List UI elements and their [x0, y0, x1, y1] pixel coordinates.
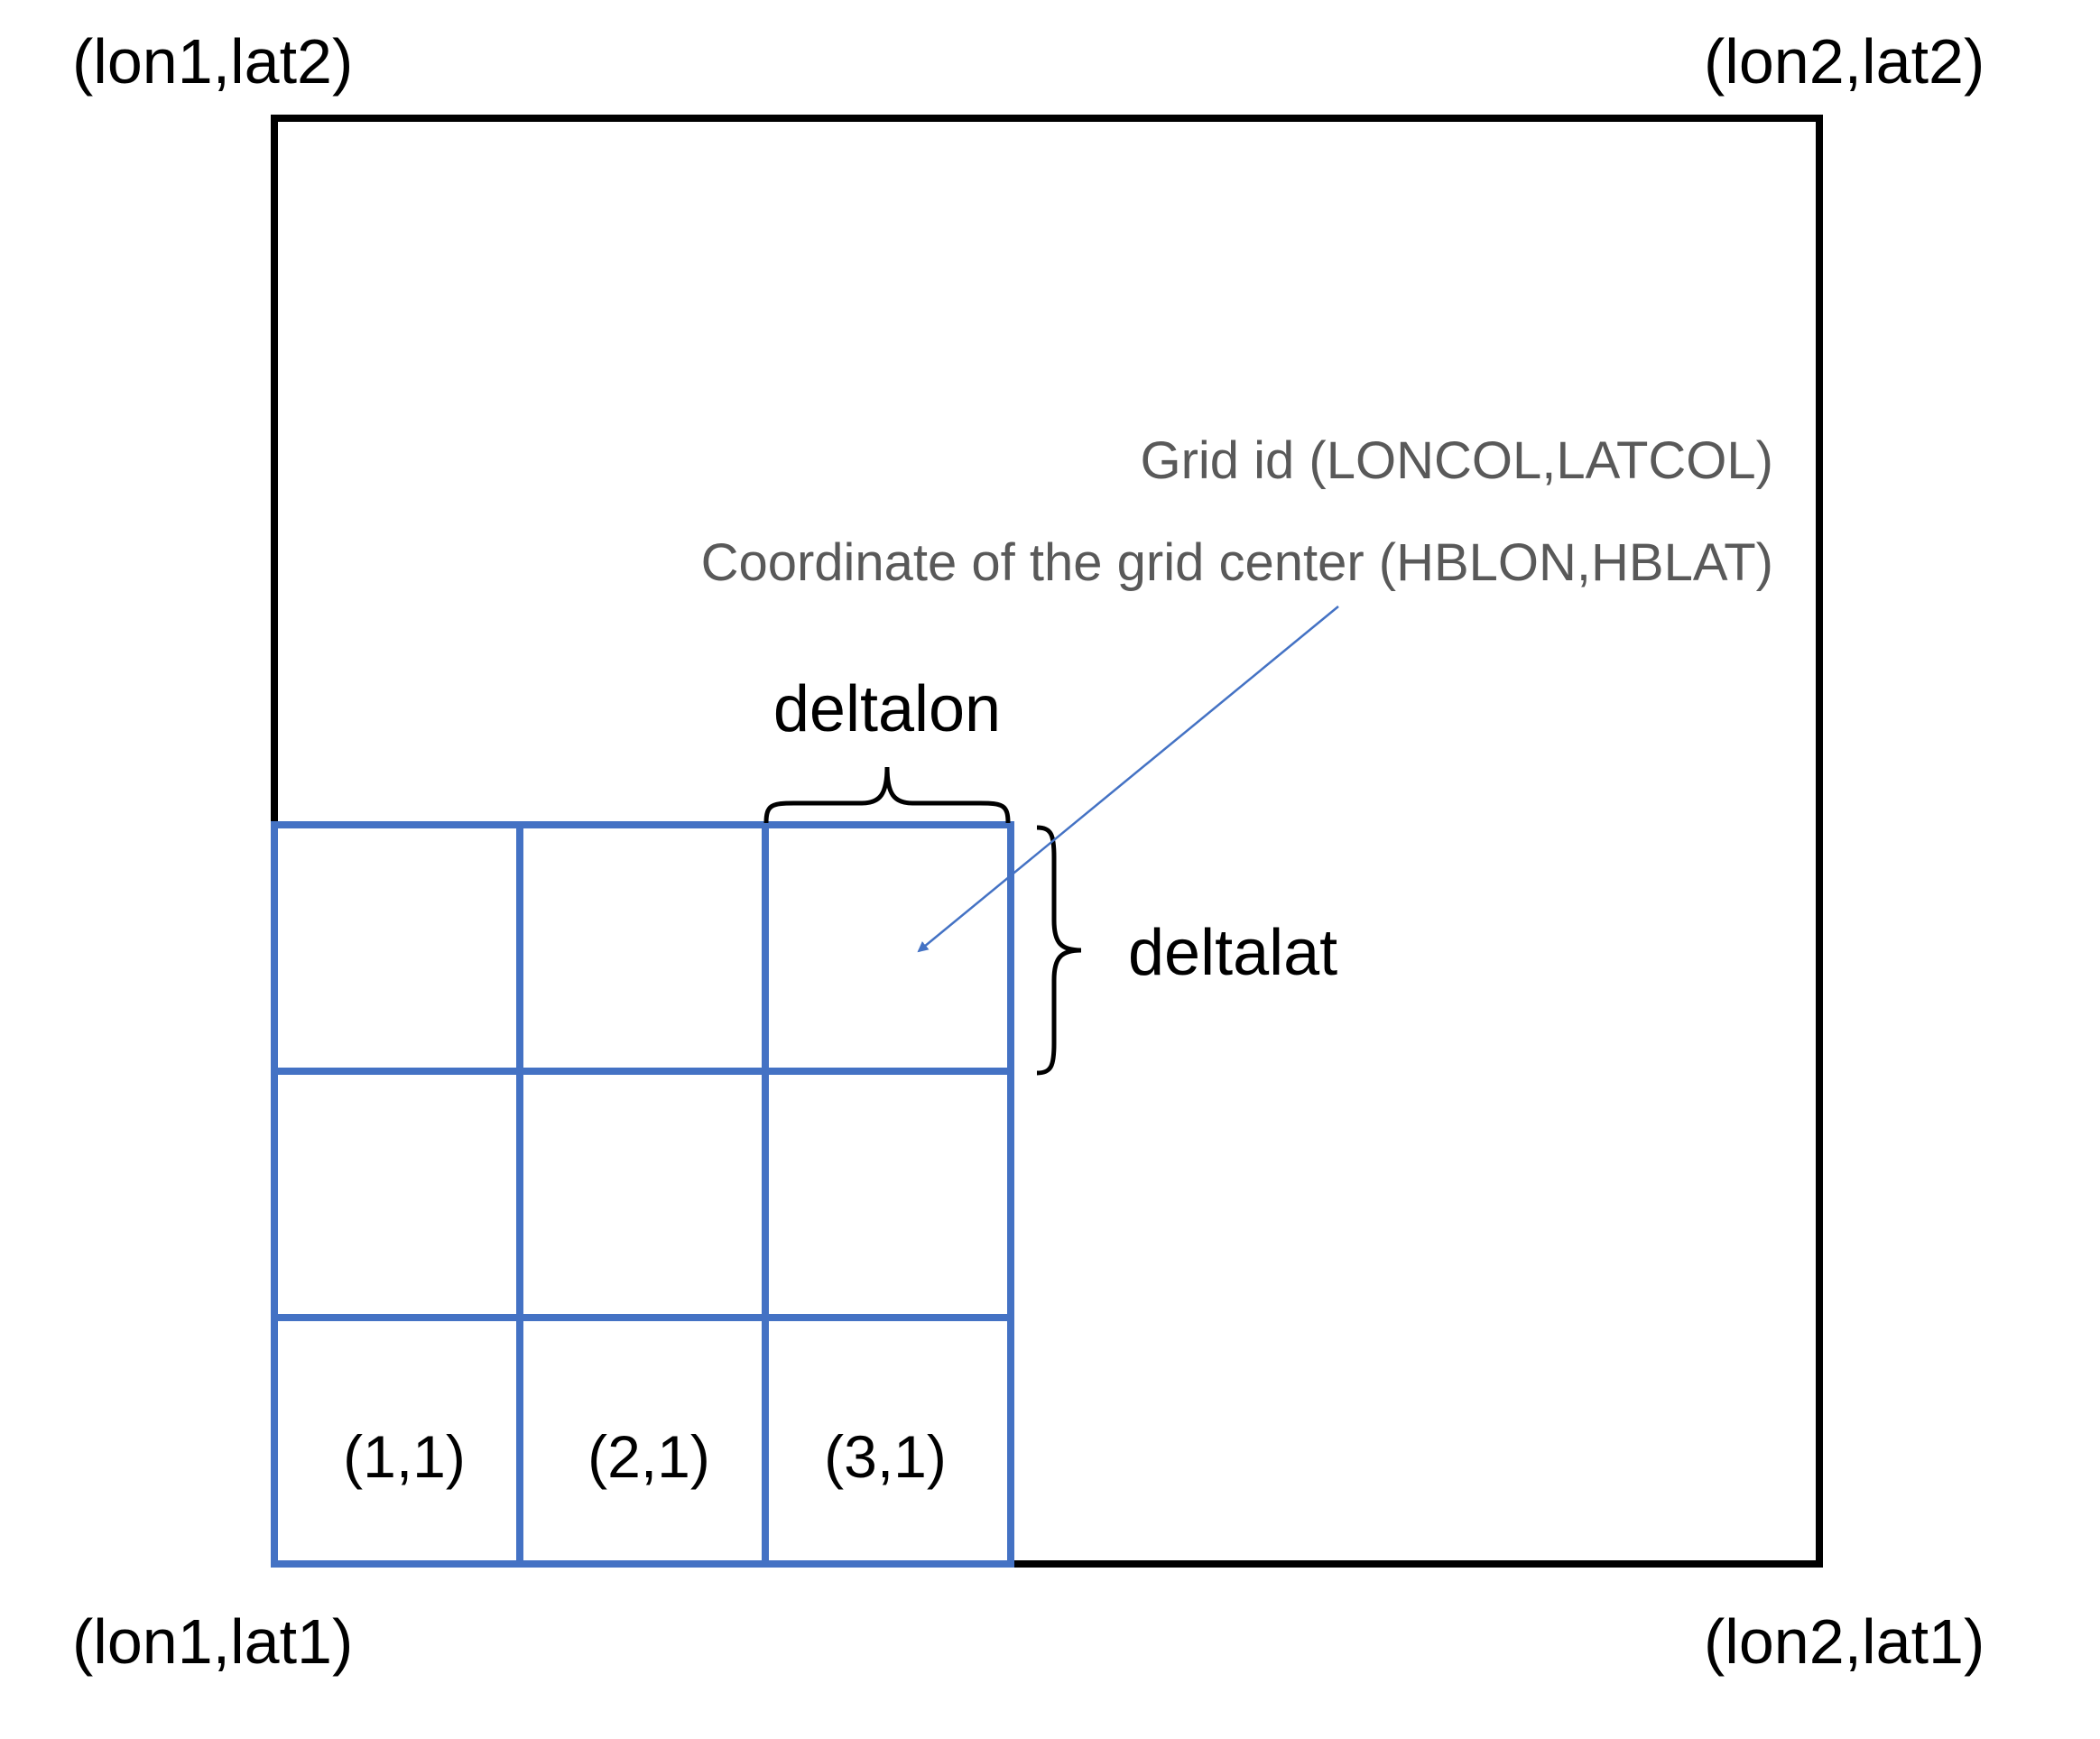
grid-id-note: Grid id (LONCOL,LATCOL) [1140, 431, 1773, 490]
grid-cell-3-1 [762, 1314, 1014, 1568]
grid-cells [271, 821, 1014, 1568]
cell-label-3-1: (3,1) [824, 1423, 947, 1490]
deltalon-brace [763, 766, 1011, 824]
grid-cell-3-3 [762, 821, 1014, 1075]
corner-label-bottom-left: (lon1,lat1) [72, 1606, 353, 1677]
deltalon-label: deltalon [773, 673, 1001, 745]
cell-label-2-1: (2,1) [587, 1423, 710, 1490]
deltalat-brace [1036, 825, 1082, 1076]
grid-cell-2-3 [516, 821, 769, 1075]
grid-center-note: Coordinate of the grid center (HBLON,HBL… [701, 533, 1773, 592]
corner-label-top-right: (lon2,lat2) [1704, 26, 1984, 97]
grid-cell-3-2 [762, 1068, 1014, 1321]
grid-cell-2-2 [516, 1068, 769, 1321]
corner-label-top-left: (lon1,lat2) [72, 26, 353, 97]
corner-label-bottom-right: (lon2,lat1) [1704, 1606, 1984, 1677]
cell-label-1-1: (1,1) [343, 1423, 466, 1490]
deltalat-label: deltalat [1128, 917, 1337, 989]
grid-cell-1-2 [271, 1068, 523, 1321]
study-area-boundary [271, 115, 1823, 1568]
grid-center-arrow [917, 606, 1339, 953]
grid-cell-1-3 [271, 821, 523, 1075]
